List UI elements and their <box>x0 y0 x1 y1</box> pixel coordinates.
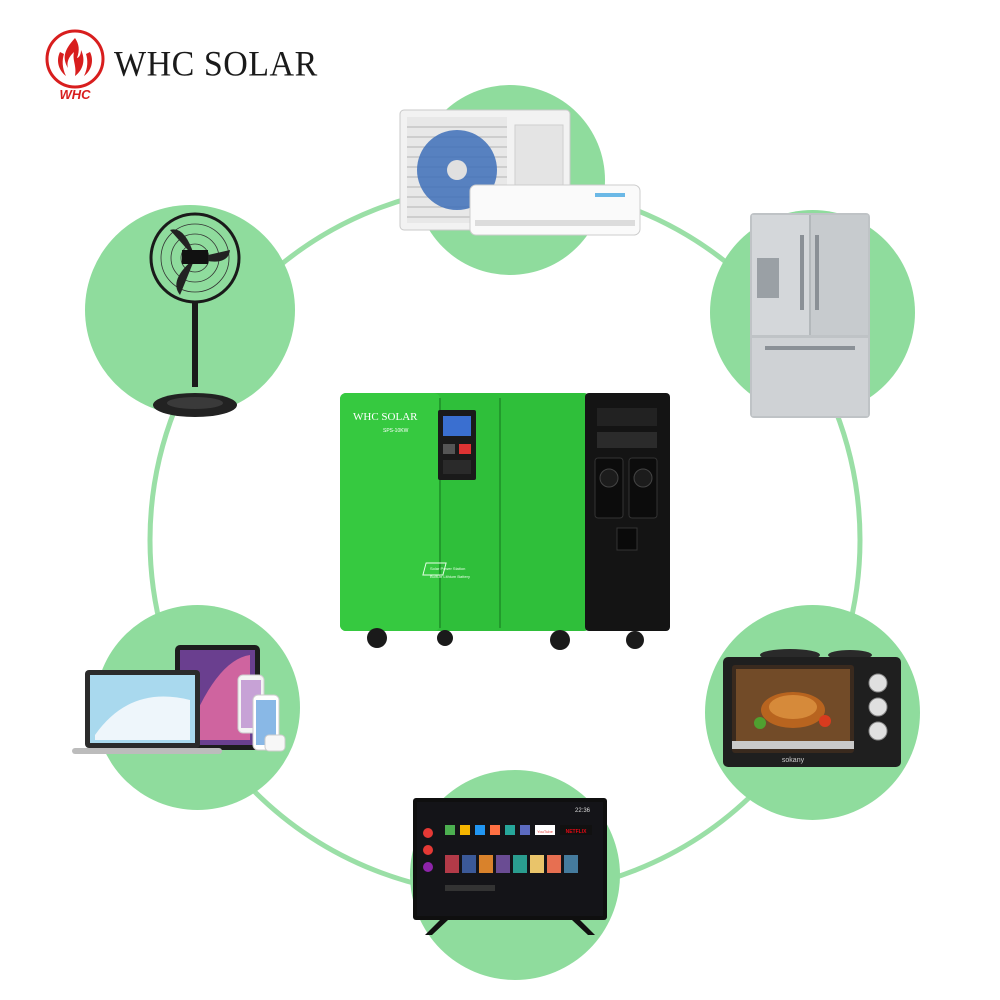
unit-side-label-2: Built-in Lithium Battery <box>430 574 470 579</box>
oven-icon: sokany <box>723 649 901 767</box>
television-icon: 22:36 YouTube NETFLIX <box>413 798 607 935</box>
brand-name: WHC SOLAR <box>114 45 318 84</box>
unit-brand-label: WHC SOLAR <box>353 411 418 423</box>
stand-fan-icon <box>149 212 241 417</box>
laptop-tablet-phone-icon <box>72 645 286 754</box>
flame-logo-icon: WHC <box>45 29 105 102</box>
air-conditioner-icon <box>399 109 641 236</box>
oven-brand-text: sokany <box>782 757 805 764</box>
tv-time: 22:36 <box>575 808 591 814</box>
solar-power-station: WHC SOLAR SPS-10KW Solar Power Station B… <box>340 393 670 650</box>
unit-model: SPS-10KW <box>383 428 409 434</box>
tv-app-netflix: NETFLIX <box>566 829 587 835</box>
unit-side-label-1: Solar Power Station <box>430 566 465 571</box>
refrigerator-icon <box>750 213 870 418</box>
logo-text: WHC <box>59 87 91 102</box>
brand-header: WHC WHC SOLAR <box>44 28 318 102</box>
tv-app-youtube: YouTube <box>537 829 553 834</box>
bubble-stand-fan <box>85 205 295 415</box>
